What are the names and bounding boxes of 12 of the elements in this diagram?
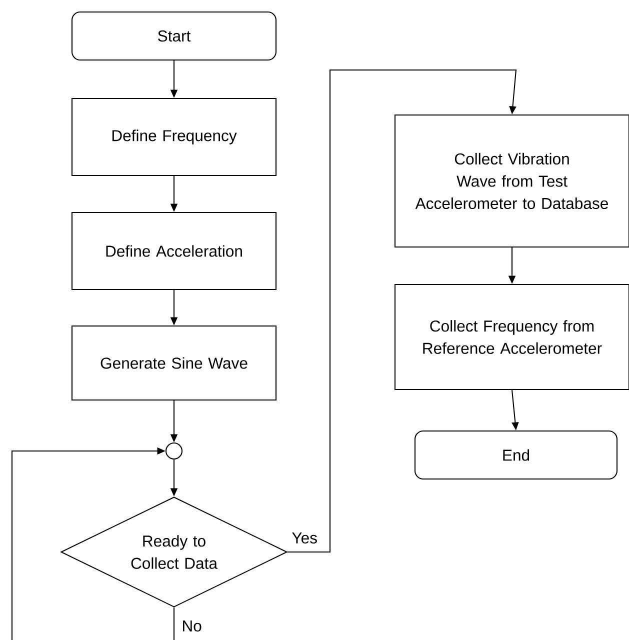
edge-label: Yes bbox=[290, 531, 319, 545]
process-box: Define Frequency bbox=[71, 98, 277, 176]
process-box: Generate Sine Wave bbox=[71, 325, 277, 401]
process-box: Collect Vibration Wave from Test Accelerometer to Database bbox=[394, 114, 629, 248]
connector-circle bbox=[165, 442, 183, 460]
arrow bbox=[11, 447, 175, 640]
edge-label: No bbox=[180, 619, 204, 633]
process-box: Collect Frequency from Reference Accelerometer bbox=[394, 284, 629, 390]
process-box: Define Acceleration bbox=[71, 212, 277, 290]
terminal-box: Start bbox=[71, 11, 277, 61]
terminal-box: End bbox=[414, 430, 618, 480]
arrow bbox=[288, 69, 517, 553]
